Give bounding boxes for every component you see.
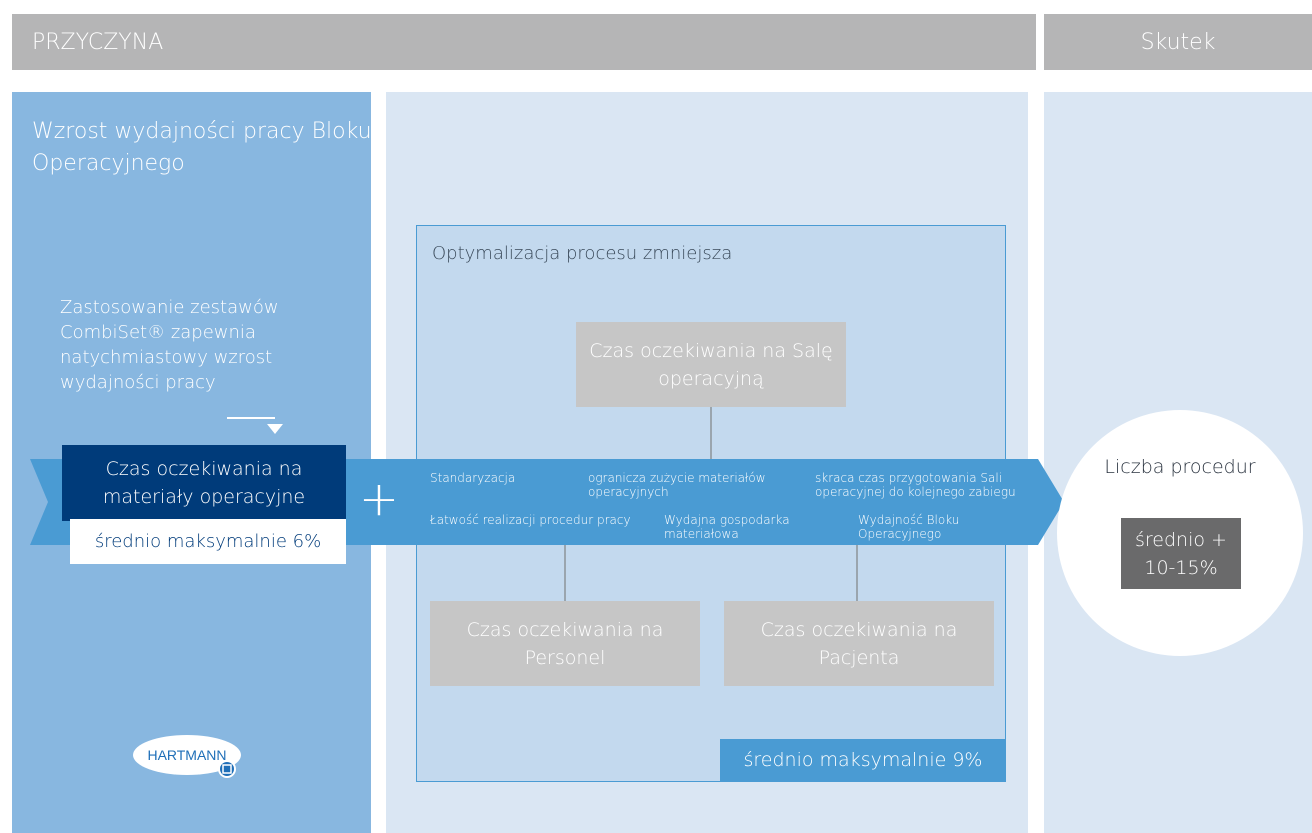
waiting-time-materials-label: Czas oczekiwania na materiały operacyjne — [102, 458, 306, 508]
arrow-label-block-efficiency: Wydajność Bloku Operacyjnego — [858, 513, 960, 541]
process-percentage: średnio maksymalnie 9% — [720, 739, 1006, 781]
hartmann-logo-text: HARTMANN — [147, 747, 226, 763]
header-effect: Skutek — [1044, 14, 1312, 70]
pointer-arrow-icon — [227, 417, 283, 434]
arrow-label-material-management: Wydajna gospodarka materiałowa — [664, 513, 790, 541]
left-panel-title: Wzrost wydajności pracy Bloku Operacyjne… — [32, 119, 372, 176]
header-cause: PRZYCZYNA — [12, 14, 1036, 70]
waiting-time-materials-box: Czas oczekiwania na materiały operacyjne — [62, 445, 346, 521]
arrow-label-material-usage: ogranicza zużycie materiałów operacyjnyc… — [588, 471, 766, 499]
waiting-time-patient-box: Czas oczekiwania na Pacjenta — [724, 601, 994, 686]
waiting-time-staff-box: Czas oczekiwania na Personel — [430, 601, 700, 686]
waiting-time-room-box: Czas oczekiwania na Salę operacyjną — [576, 322, 846, 407]
materials-percentage: średnio maksymalnie 6% — [70, 519, 346, 564]
result-percentage-text: średnio + 10-15% — [1135, 528, 1227, 579]
arrow-label-prep-time: skraca czas przygotowania Sali operacyjn… — [815, 471, 1016, 499]
hartmann-logo: HARTMANN — [133, 735, 241, 778]
arrow-label-standardization: Standaryzacja — [430, 471, 516, 485]
plus-icon: + — [358, 471, 400, 527]
connector-line — [856, 545, 858, 601]
arrow-label-ease-procedures: Łatwość realizacji procedur pracy — [430, 513, 631, 527]
process-box-title: Optymalizacja procesu zmniejsza — [432, 243, 733, 264]
result-label: Liczba procedur — [1104, 456, 1256, 478]
connector-line — [710, 407, 712, 461]
result-percentage: średnio + 10-15% — [1121, 518, 1241, 589]
connector-line — [564, 545, 566, 601]
left-panel-description: Zastosowanie zestawów CombiSet® zapewnia… — [60, 297, 279, 393]
